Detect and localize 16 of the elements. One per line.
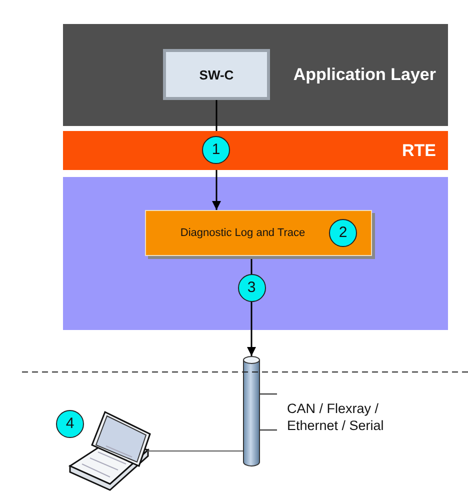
- number-badge: 1: [202, 136, 230, 164]
- layer-band: [63, 24, 448, 126]
- connector-line: [146, 450, 244, 452]
- number-badge: 4: [56, 410, 84, 438]
- bus-label: CAN / Flexray / Ethernet / Serial: [287, 400, 385, 434]
- layer-band: [63, 177, 448, 330]
- module-box: [145, 210, 372, 256]
- connector-line: [216, 100, 218, 131]
- layer-title: Application Layer: [293, 65, 436, 85]
- layer-title: RTE: [402, 140, 436, 160]
- component-box: [163, 49, 270, 100]
- module-label: Diagnostic Log and Trace: [180, 227, 306, 239]
- number-badge: 2: [329, 219, 357, 247]
- arrow: [212, 170, 221, 210]
- layer-band: [63, 131, 448, 170]
- component-label: SW-C: [199, 67, 234, 82]
